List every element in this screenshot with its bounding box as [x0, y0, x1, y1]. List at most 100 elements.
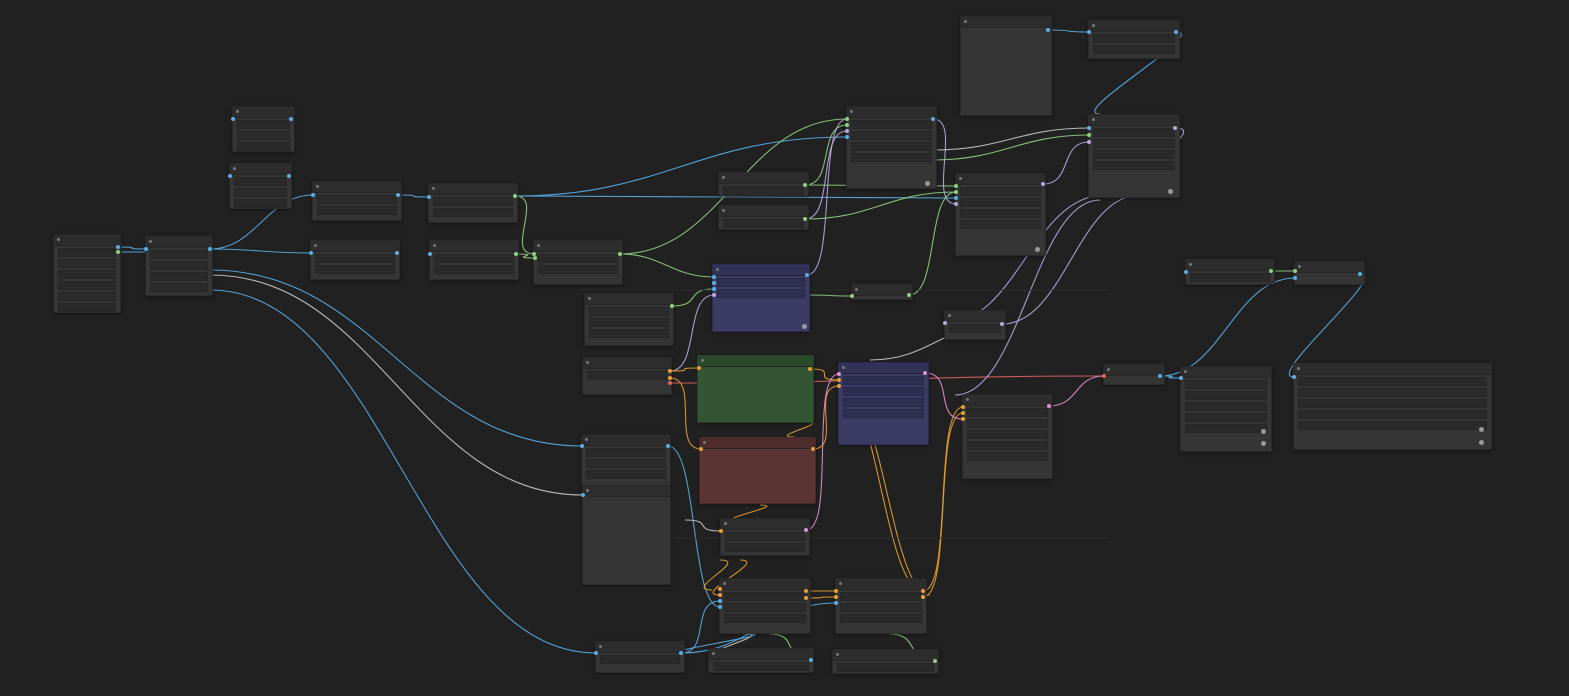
graph-node[interactable]: [582, 357, 672, 395]
node-port[interactable]: [581, 493, 585, 497]
node-widget-row[interactable]: [600, 655, 680, 664]
node-widget-row[interactable]: [434, 254, 514, 263]
graph-node[interactable]: [428, 183, 518, 223]
node-widget-row[interactable]: [851, 131, 932, 140]
node-widget-row[interactable]: [589, 329, 669, 338]
graph-node[interactable]: [846, 106, 937, 189]
node-port[interactable]: [943, 321, 947, 325]
collapse-dot-icon[interactable]: [964, 20, 967, 23]
node-header[interactable]: [583, 358, 671, 369]
node-port[interactable]: [668, 381, 672, 385]
node-header[interactable]: [1181, 367, 1271, 378]
node-widget-row[interactable]: [58, 248, 116, 257]
node-knob-icon[interactable]: [802, 324, 807, 329]
node-port[interactable]: [533, 256, 537, 260]
node-widget-row[interactable]: [1298, 421, 1487, 430]
node-port[interactable]: [666, 444, 670, 448]
node-port[interactable]: [1087, 30, 1091, 34]
node-knob-icon[interactable]: [1479, 427, 1484, 432]
node-widget-row[interactable]: [237, 142, 290, 151]
collapse-dot-icon[interactable]: [839, 582, 842, 585]
node-widget-row[interactable]: [851, 142, 932, 151]
graph-node[interactable]: [962, 394, 1053, 479]
node-port[interactable]: [1087, 133, 1091, 137]
node-port[interactable]: [1158, 374, 1162, 378]
collapse-dot-icon[interactable]: [433, 244, 436, 247]
node-header[interactable]: [836, 579, 926, 590]
node-header[interactable]: [719, 173, 808, 184]
node-widget-row[interactable]: [723, 219, 804, 228]
node-port[interactable]: [1293, 269, 1297, 273]
node-widget-row[interactable]: [317, 206, 397, 215]
node-widget-row[interactable]: [1093, 45, 1175, 54]
node-port[interactable]: [1173, 126, 1177, 130]
node-port[interactable]: [907, 293, 911, 297]
graph-node[interactable]: [960, 16, 1052, 116]
node-port[interactable]: [834, 595, 838, 599]
node-port[interactable]: [514, 252, 518, 256]
node-header[interactable]: [721, 519, 809, 530]
graph-node[interactable]: [832, 649, 939, 674]
node-header[interactable]: [596, 642, 684, 653]
node-widget-row[interactable]: [960, 198, 1041, 207]
graph-node[interactable]: [1293, 363, 1492, 450]
node-widget-row[interactable]: [723, 186, 804, 195]
graph-node[interactable]: [595, 641, 685, 673]
node-header[interactable]: [1294, 364, 1491, 375]
collapse-dot-icon[interactable]: [586, 361, 589, 364]
collapse-dot-icon[interactable]: [712, 652, 715, 655]
node-header[interactable]: [698, 356, 813, 367]
node-widget-row[interactable]: [949, 324, 1001, 333]
collapse-dot-icon[interactable]: [599, 645, 602, 648]
node-port[interactable]: [513, 194, 517, 198]
node-port[interactable]: [287, 174, 291, 178]
node-port[interactable]: [931, 117, 935, 121]
node-port[interactable]: [580, 444, 584, 448]
node-port[interactable]: [834, 601, 838, 605]
node-port[interactable]: [718, 593, 722, 597]
node-widget-row[interactable]: [967, 452, 1048, 461]
node-header[interactable]: [582, 435, 670, 446]
collapse-dot-icon[interactable]: [1297, 367, 1300, 370]
collapse-dot-icon[interactable]: [723, 582, 726, 585]
node-widget-row[interactable]: [725, 543, 805, 552]
node-port[interactable]: [594, 651, 598, 655]
collapse-dot-icon[interactable]: [959, 177, 962, 180]
node-header[interactable]: [311, 241, 399, 252]
node-widget-row[interactable]: [837, 663, 934, 672]
collapse-dot-icon[interactable]: [722, 209, 725, 212]
collapse-dot-icon[interactable]: [948, 314, 951, 317]
node-port[interactable]: [1041, 182, 1045, 186]
collapse-dot-icon[interactable]: [585, 438, 588, 441]
node-widget-row[interactable]: [58, 292, 116, 301]
node-widget-row[interactable]: [1093, 128, 1175, 137]
node-widget-row[interactable]: [1093, 34, 1175, 43]
node-port[interactable]: [1292, 375, 1296, 379]
graph-node[interactable]: [533, 240, 623, 285]
node-widget-row[interactable]: [851, 120, 932, 129]
node-widget-row[interactable]: [843, 409, 924, 418]
node-widget-row[interactable]: [589, 307, 669, 316]
collapse-dot-icon[interactable]: [855, 288, 858, 291]
node-widget-row[interactable]: [315, 265, 395, 274]
node-port[interactable]: [845, 129, 849, 133]
node-port[interactable]: [1293, 276, 1297, 280]
graph-node[interactable]: [835, 578, 927, 634]
node-header[interactable]: [583, 486, 670, 497]
graph-node[interactable]: [712, 264, 810, 332]
node-widget-row[interactable]: [851, 153, 932, 162]
collapse-dot-icon[interactable]: [432, 187, 435, 190]
node-widget-row[interactable]: [150, 250, 208, 259]
node-widget-row[interactable]: [433, 197, 513, 206]
node-widget-row[interactable]: [58, 259, 116, 268]
collapse-dot-icon[interactable]: [1092, 24, 1095, 27]
node-port[interactable]: [803, 183, 807, 187]
node-port[interactable]: [850, 294, 854, 298]
node-widget-row[interactable]: [587, 371, 667, 380]
node-port[interactable]: [718, 599, 722, 603]
collapse-dot-icon[interactable]: [586, 489, 589, 492]
node-port[interactable]: [954, 196, 958, 200]
graph-node[interactable]: [708, 648, 814, 673]
collapse-dot-icon[interactable]: [1189, 263, 1192, 266]
node-port[interactable]: [837, 384, 841, 388]
